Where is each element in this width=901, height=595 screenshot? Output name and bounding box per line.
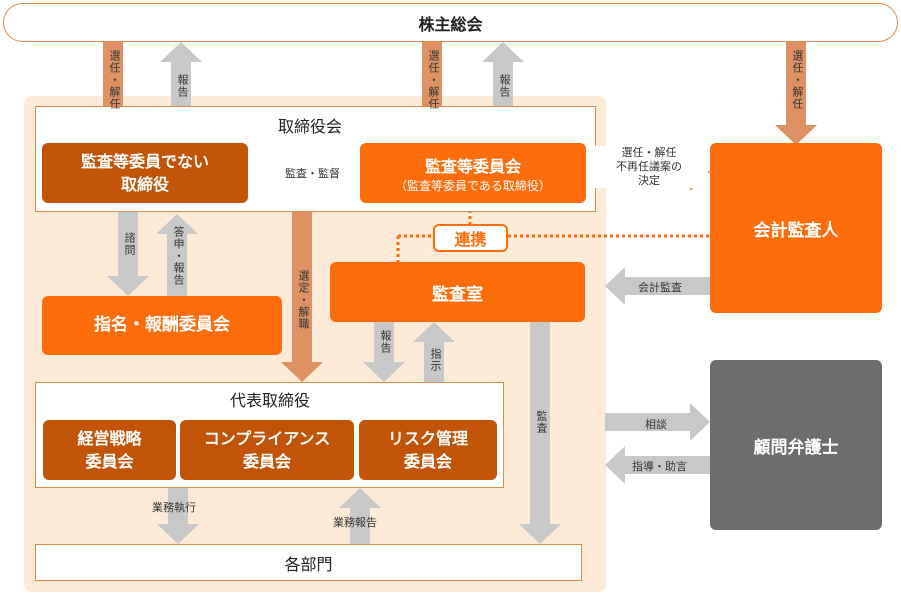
biz-report-label: 業務報告 [333, 516, 377, 529]
shareholders-meeting: 株主総会 [3, 3, 898, 42]
audit-label: 監査 [535, 410, 548, 434]
advice-arrow [605, 446, 710, 484]
accounting-audit-arrow [605, 267, 710, 305]
audit-committee-title: 監査等委員会 [424, 156, 521, 176]
shareholders-label: 株主総会 [418, 14, 483, 34]
rep-director-title: 代表取締役 [229, 391, 310, 410]
appoint-label-1: 選任・解任 [108, 50, 121, 110]
advice-label: 指導・助言 [632, 460, 687, 473]
answer-arrow [156, 214, 198, 296]
exec-arrow [157, 488, 199, 544]
appoint-label-2: 選任・解任 [427, 50, 440, 110]
audit-office-label: 監査室 [432, 284, 483, 305]
select-dismiss-arrow [281, 212, 323, 382]
non-committee-directors: 監査等委員でない 取締役 [42, 143, 248, 203]
audit-committee-sub: （監査等委員である取締役） [395, 178, 551, 193]
office-report-label: 報告 [379, 330, 392, 354]
committee-strategy-label: 経営戦略 委員会 [77, 428, 142, 471]
instruct-label: 指示 [429, 348, 442, 372]
appoint-arrow-3 [775, 42, 817, 145]
report-label-1: 報告 [176, 74, 189, 98]
exec-label: 業務執行 [152, 501, 196, 514]
select-dismiss-label: 選定・解職 [297, 270, 310, 330]
report-arrow-1 [160, 42, 202, 145]
audit-supervise-label: 監査・監督 [285, 167, 340, 180]
auditor-decision-label: 選任・解任 不再任議案の 決定 [590, 146, 708, 188]
collab-label: 連携 [454, 230, 487, 249]
biz-report-arrow [339, 488, 381, 544]
committee-risk-label: リスク管理 委員会 [387, 428, 468, 471]
accounting-auditor-label: 会計監査人 [753, 220, 839, 241]
consult-arrow [605, 403, 710, 441]
legal-advisor-label: 顧問弁護士 [753, 437, 839, 458]
committee-compliance-label: コンプライアンス 委員会 [203, 428, 331, 471]
committee-strategy: 経営戦略 委員会 [43, 420, 176, 480]
nomination-committee: 指名・報酬委員会 [42, 296, 282, 355]
inquiry-arrow [107, 212, 149, 296]
departments-label: 各部門 [284, 554, 333, 574]
appoint-arrow-2 [411, 42, 453, 145]
nomination-label: 指名・報酬委員会 [94, 315, 230, 336]
audit-arrow [519, 322, 561, 544]
office-report-arrow [363, 322, 405, 382]
accounting-audit-label: 会計監査 [638, 281, 682, 294]
instruct-arrow [413, 322, 455, 382]
report-label-2: 報告 [498, 74, 511, 98]
report-arrow-2 [482, 42, 524, 145]
departments-box: 各部門 [35, 544, 582, 581]
collab-badge: 連携 [433, 224, 508, 252]
answer-label: 答申・報告 [172, 226, 185, 286]
accounting-auditor: 会計監査人 [710, 143, 882, 313]
committee-compliance: コンプライアンス 委員会 [180, 420, 354, 480]
appoint-arrow-1 [92, 42, 134, 145]
appoint-label-3: 選任・解任 [791, 50, 804, 110]
board-title: 取締役会 [277, 117, 342, 136]
committee-risk: リスク管理 委員会 [359, 420, 497, 480]
non-committee-label: 監査等委員でない 取締役 [80, 151, 209, 194]
audit-office: 監査室 [330, 262, 585, 322]
inquiry-label: 諮問 [123, 232, 136, 256]
legal-advisor: 顧問弁護士 [710, 360, 882, 530]
audit-committee: 監査等委員会 （監査等委員である取締役） [360, 143, 586, 203]
consult-label: 相談 [645, 418, 667, 431]
